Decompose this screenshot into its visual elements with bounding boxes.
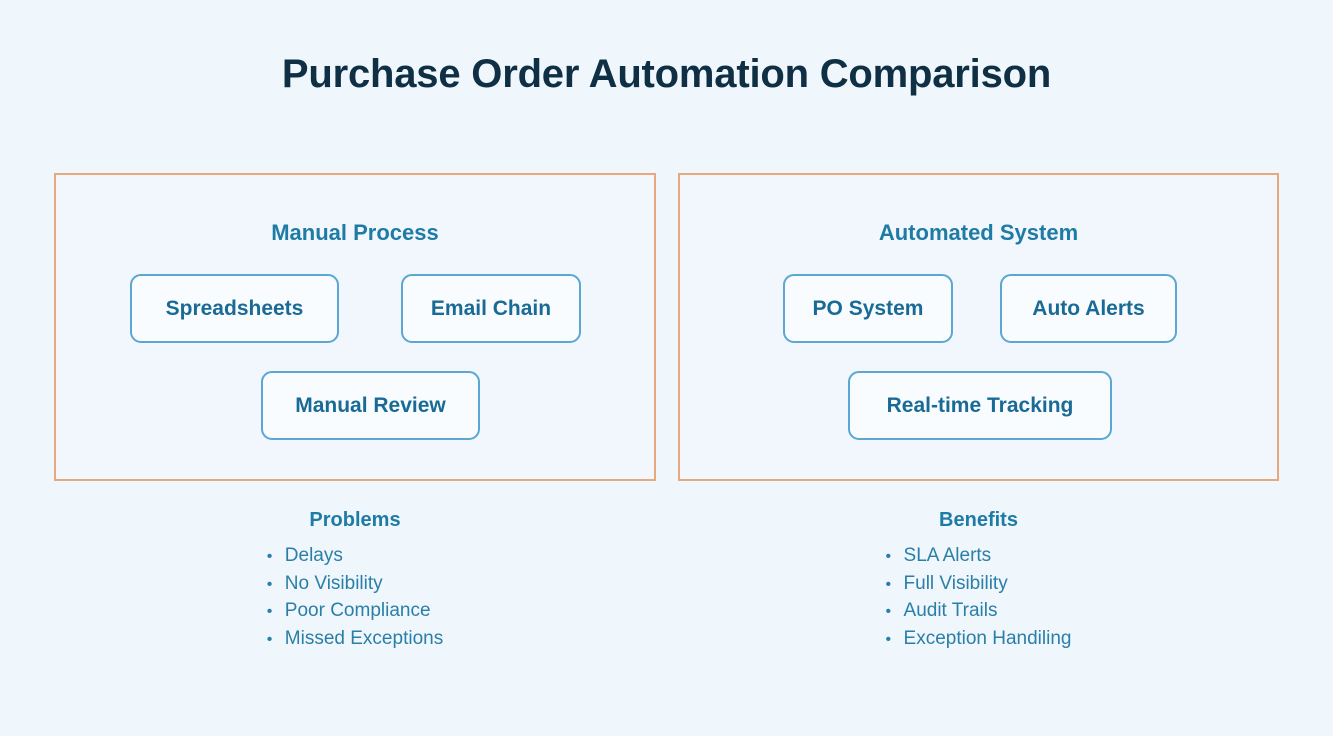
- node-email-chain[interactable]: Email Chain: [401, 274, 581, 343]
- list-item: • SLA Alerts: [886, 543, 1072, 571]
- node-label: Manual Review: [295, 393, 446, 417]
- node-manual-review[interactable]: Manual Review: [261, 371, 480, 440]
- outcome-title-benefits: Benefits: [939, 509, 1018, 531]
- page-title: Purchase Order Automation Comparison: [281, 52, 1052, 96]
- bullet-icon: •: [885, 575, 892, 593]
- bullet-icon: •: [266, 575, 273, 593]
- node-auto-alerts[interactable]: Auto Alerts: [1000, 274, 1177, 343]
- list-item: • Exception Handiling: [886, 626, 1072, 654]
- bullet-icon: •: [885, 548, 892, 565]
- bullet-icon: •: [885, 603, 892, 620]
- node-label: Auto Alerts: [1032, 296, 1145, 320]
- list-item-label: No Visibility: [284, 572, 383, 594]
- panel-heading-automated-system: Automated System: [878, 220, 1079, 245]
- node-label: Spreadsheets: [165, 296, 304, 320]
- list-item: • Audit Trails: [886, 598, 1072, 626]
- bullet-icon: •: [885, 630, 892, 648]
- list-item: • Poor Compliance: [267, 598, 443, 626]
- node-label: Real-time Tracking: [886, 393, 1074, 417]
- list-item-label: Delays: [284, 545, 343, 566]
- panel-heading-manual-process: Manual Process: [271, 220, 439, 245]
- node-po-system[interactable]: PO System: [783, 274, 953, 343]
- list-item: • Missed Exceptions: [267, 626, 443, 654]
- bullet-icon: •: [266, 603, 273, 620]
- list-item-label: Poor Compliance: [284, 600, 431, 621]
- list-item-label: Missed Exceptions: [284, 627, 444, 649]
- list-item: • No Visibility: [267, 571, 443, 599]
- list-item-label: Full Visibility: [903, 572, 1008, 594]
- list-item: • Delays: [267, 543, 443, 571]
- list-item-label: Audit Trails: [903, 600, 998, 621]
- node-real-time-tracking[interactable]: Real-time Tracking: [848, 371, 1112, 440]
- node-label: Email Chain: [430, 296, 552, 320]
- problems-list: • Delays • No Visibility • Poor Complian…: [54, 543, 656, 653]
- bullet-icon: •: [266, 630, 273, 648]
- node-spreadsheets[interactable]: Spreadsheets: [130, 274, 339, 343]
- benefits-list: • SLA Alerts • Full Visibility • Audit T…: [678, 543, 1279, 653]
- bullet-icon: •: [266, 548, 273, 565]
- list-item-label: SLA Alerts: [903, 545, 992, 566]
- panel-automated-system: Automated System PO System Auto Alerts R…: [678, 173, 1279, 481]
- outcome-benefits: Benefits • SLA Alerts • Full Visibility …: [678, 509, 1279, 653]
- panel-manual-process: Manual Process Spreadsheets Email Chain …: [54, 173, 656, 481]
- outcome-problems: Problems • Delays • No Visibility • Poor…: [54, 509, 656, 653]
- list-item-label: Exception Handiling: [903, 627, 1072, 649]
- node-label: PO System: [812, 296, 924, 320]
- outcome-title-problems: Problems: [309, 509, 401, 531]
- list-item: • Full Visibility: [886, 571, 1072, 599]
